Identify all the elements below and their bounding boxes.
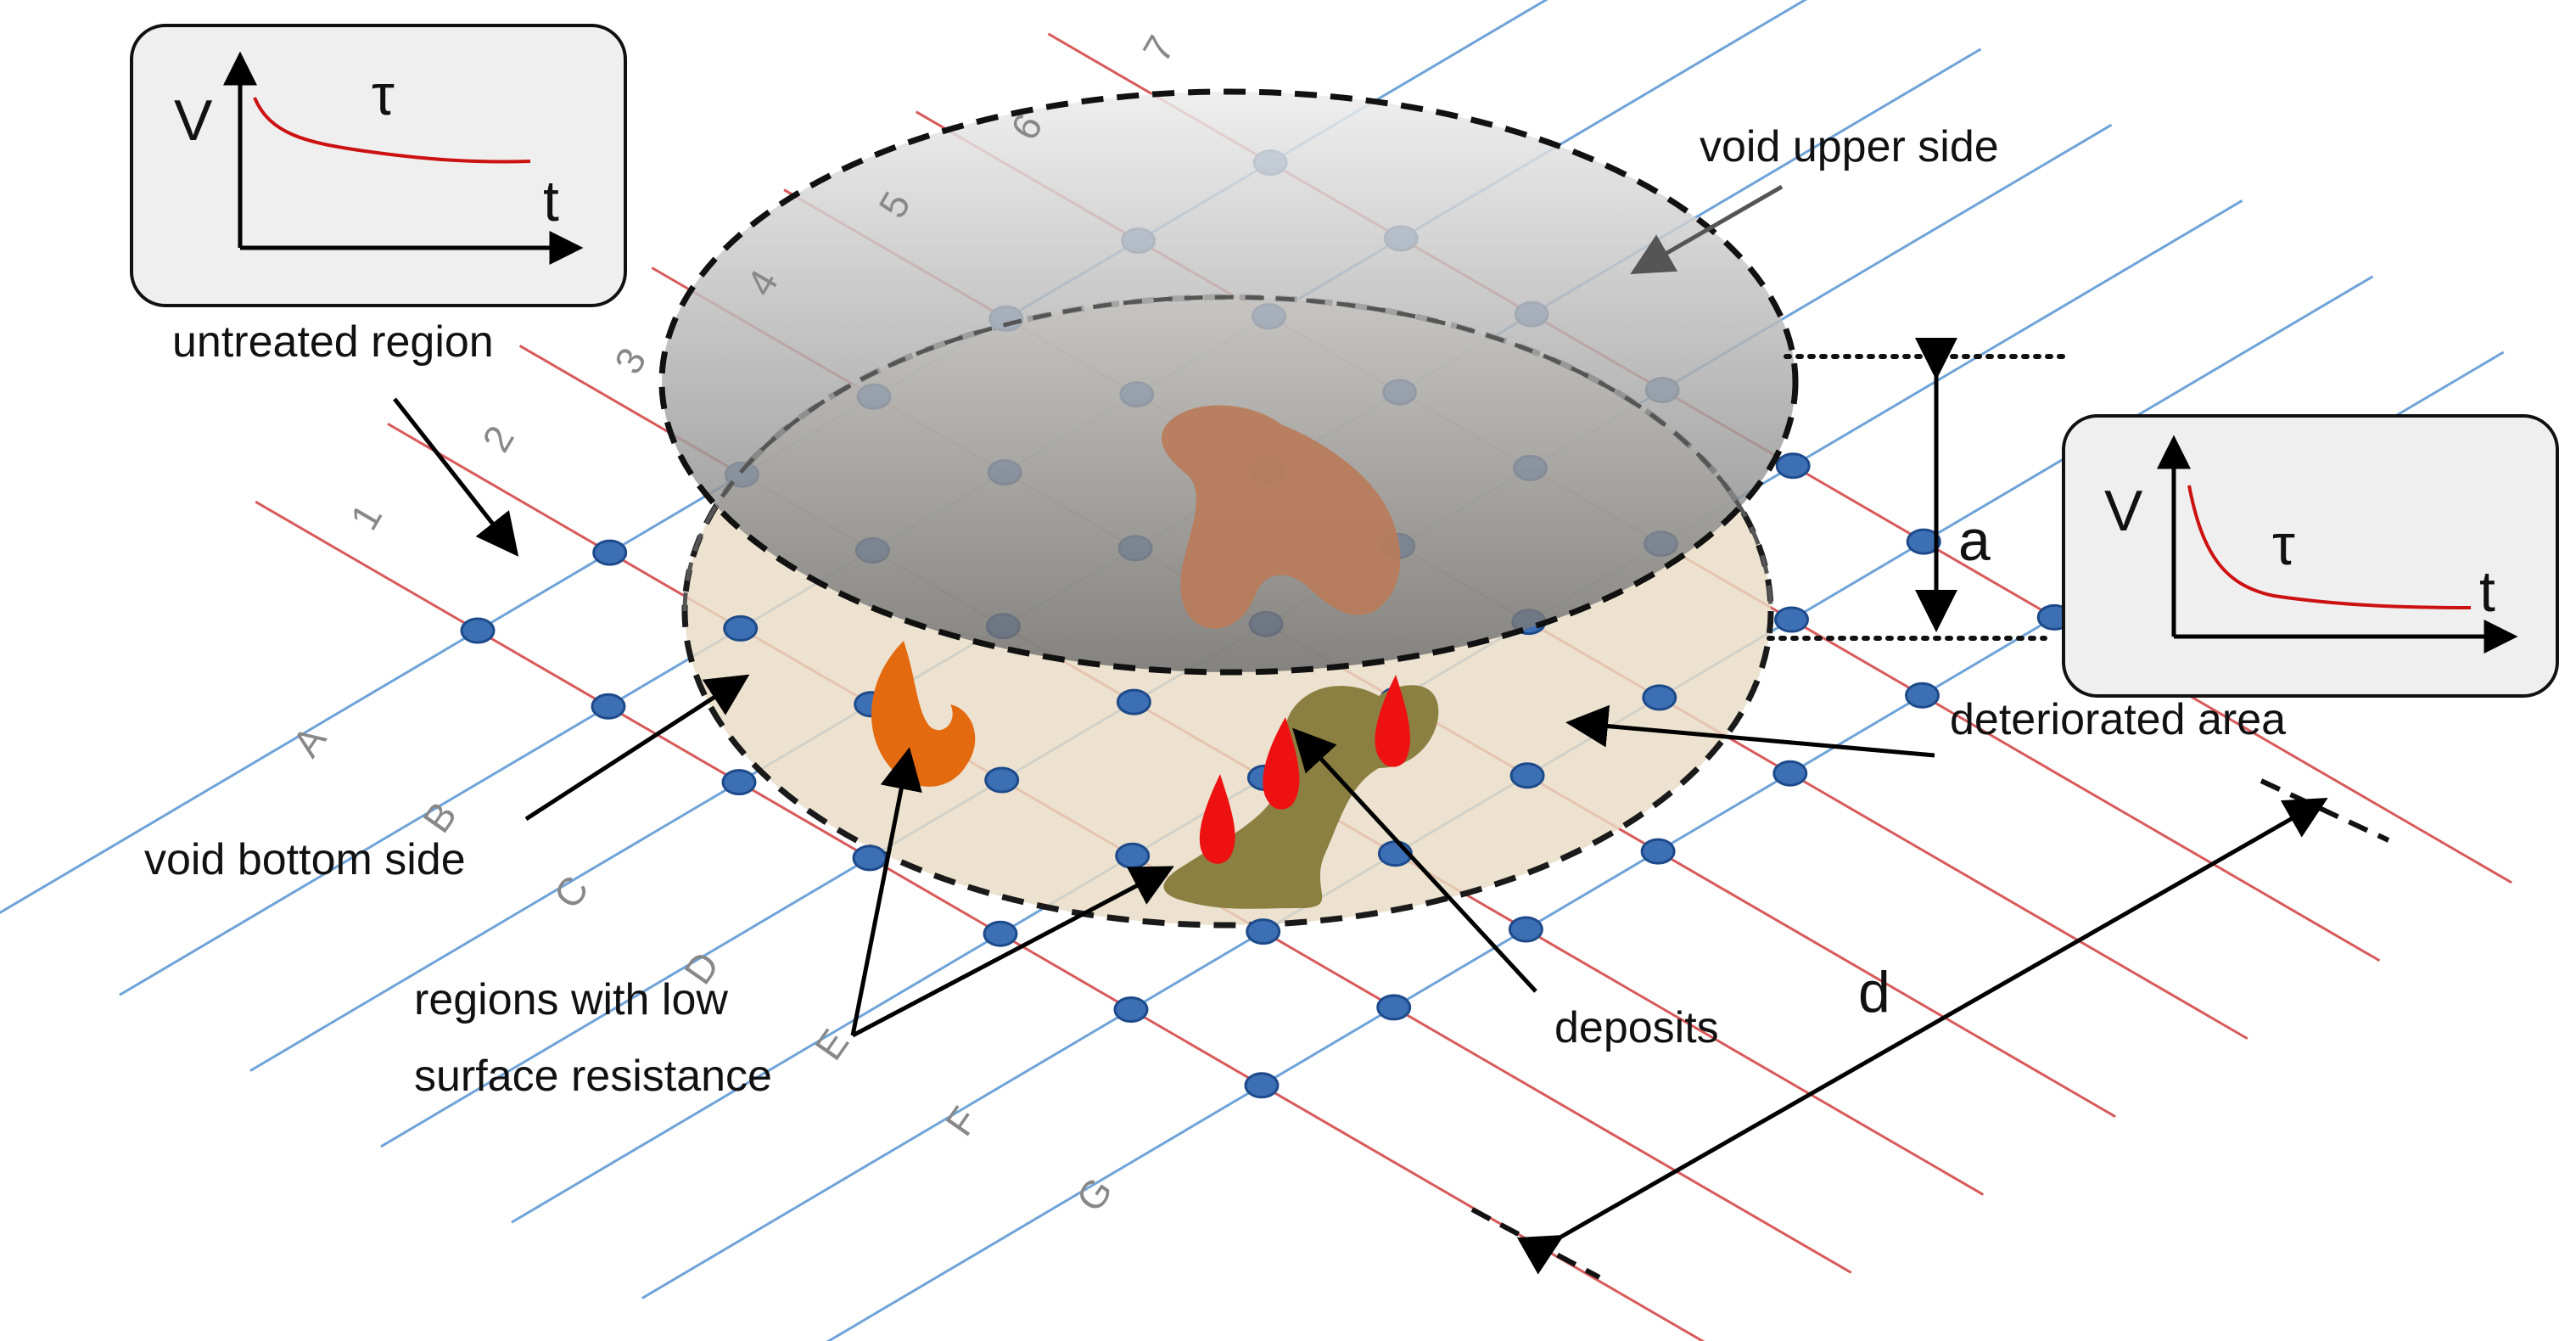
label-regions-low-2: surface resistance bbox=[414, 1052, 772, 1101]
inset-right-plot: V t τ bbox=[2062, 414, 2559, 698]
label-void-upper-side: void upper side bbox=[1700, 122, 1999, 171]
grid-letter-label: C bbox=[545, 867, 597, 916]
deposit-spike-2 bbox=[1263, 717, 1300, 810]
electrode-dot bbox=[1772, 760, 1808, 787]
inset-left-x-axis: t bbox=[543, 169, 559, 233]
grid-letter-label: G bbox=[1067, 1170, 1121, 1220]
electrode-dot bbox=[1905, 682, 1940, 709]
grid-number-label: 3 bbox=[606, 340, 655, 381]
electrode-dot bbox=[984, 766, 1020, 794]
electrode-dot bbox=[1244, 1072, 1280, 1099]
dimension-d: d bbox=[1470, 778, 2390, 1280]
inset-left-tau: τ bbox=[372, 63, 395, 127]
dimension-d-label: d bbox=[1858, 960, 1890, 1024]
deposit-spike-3 bbox=[1375, 675, 1410, 767]
electrode-dot bbox=[591, 693, 626, 720]
electrode-dot bbox=[721, 769, 757, 796]
grid-letter-label: A bbox=[283, 718, 334, 765]
grid-letter-label: B bbox=[414, 794, 465, 840]
inset-right-y-axis: V bbox=[2104, 479, 2143, 543]
label-regions-low-1: regions with low bbox=[414, 975, 728, 1024]
upper-surface-patch bbox=[1162, 405, 1401, 629]
deposit-spike-1 bbox=[1199, 774, 1235, 864]
low-resistance-region-olive bbox=[1163, 685, 1439, 909]
grid-number-label: 1 bbox=[341, 497, 390, 537]
inset-left-y-axis: V bbox=[174, 88, 213, 153]
arrow-low-resistance-2 bbox=[851, 866, 1174, 1038]
arrow-deteriorated-area bbox=[1565, 704, 1935, 758]
electrode-dot bbox=[1376, 994, 1412, 1021]
arrow-void-bottom-side bbox=[524, 674, 750, 822]
void-upper-disk bbox=[662, 92, 1795, 672]
electrode-dot bbox=[1246, 918, 1281, 945]
label-deteriorated-area: deteriorated area bbox=[1950, 695, 2286, 744]
arrow-void-upper-side bbox=[1630, 184, 1784, 274]
electrode-dot bbox=[592, 539, 628, 566]
dimension-a-label: a bbox=[1958, 508, 1991, 573]
label-void-bottom-side: void bottom side bbox=[144, 835, 466, 884]
electrode-dot bbox=[1642, 684, 1677, 711]
inset-right-x-axis: t bbox=[2479, 559, 2495, 624]
grid-number-label: 2 bbox=[473, 418, 523, 459]
electrode-dot bbox=[983, 920, 1018, 947]
electrode-dot bbox=[1509, 762, 1545, 789]
electrode-dot bbox=[1508, 916, 1543, 943]
electrode-dot bbox=[1640, 838, 1676, 865]
label-untreated-region: untreated region bbox=[172, 317, 494, 367]
arrow-low-resistance-1 bbox=[850, 747, 922, 1036]
grid-letter-label: E bbox=[806, 1021, 857, 1068]
grid-number-label: 7 bbox=[1134, 28, 1184, 69]
bottom-disk-hidden-rim bbox=[682, 295, 1773, 612]
electrode-dot bbox=[1775, 452, 1811, 480]
dimension-a: a bbox=[1767, 338, 2069, 641]
inset-left-plot: V t τ bbox=[130, 24, 627, 307]
electrode-dot bbox=[1774, 606, 1809, 633]
electrode-dot bbox=[1116, 688, 1151, 715]
inset-right-tau: τ bbox=[2272, 513, 2295, 577]
label-deposits: deposits bbox=[1554, 1003, 1719, 1052]
electrode-dot bbox=[723, 614, 759, 642]
void-upper-outline bbox=[658, 88, 1799, 676]
arrow-untreated-region bbox=[393, 397, 519, 557]
electrode-dot bbox=[1113, 996, 1149, 1023]
grid-letter-label: F bbox=[937, 1099, 987, 1144]
electrode-dot bbox=[460, 617, 496, 644]
electrode-dot bbox=[852, 844, 888, 872]
electrode-dot bbox=[1115, 842, 1151, 869]
arrow-deposits bbox=[1292, 727, 1537, 993]
